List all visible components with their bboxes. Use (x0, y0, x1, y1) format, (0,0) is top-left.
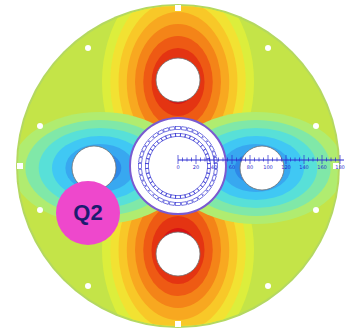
scale-number: 60 (229, 165, 235, 170)
scale-number: 140 (299, 165, 309, 170)
scale-number: 20 (193, 165, 199, 170)
coil-blocks (139, 127, 218, 206)
scale-number: 180 (335, 165, 345, 170)
magnet-label: Q2 (73, 200, 102, 226)
label-badge: Q2 (56, 181, 120, 245)
scale-number: 120 (281, 165, 291, 170)
scale-number: 100 (263, 165, 273, 170)
scale-bar (178, 155, 344, 164)
badge-fill (56, 181, 120, 245)
scale-number: 80 (247, 165, 253, 170)
yoke-rim (16, 4, 340, 328)
scale-number: 160 (317, 165, 327, 170)
scale-number: 0 (176, 165, 179, 170)
bore (130, 118, 226, 214)
holes (17, 5, 339, 327)
scale-number: 40 (211, 165, 217, 170)
